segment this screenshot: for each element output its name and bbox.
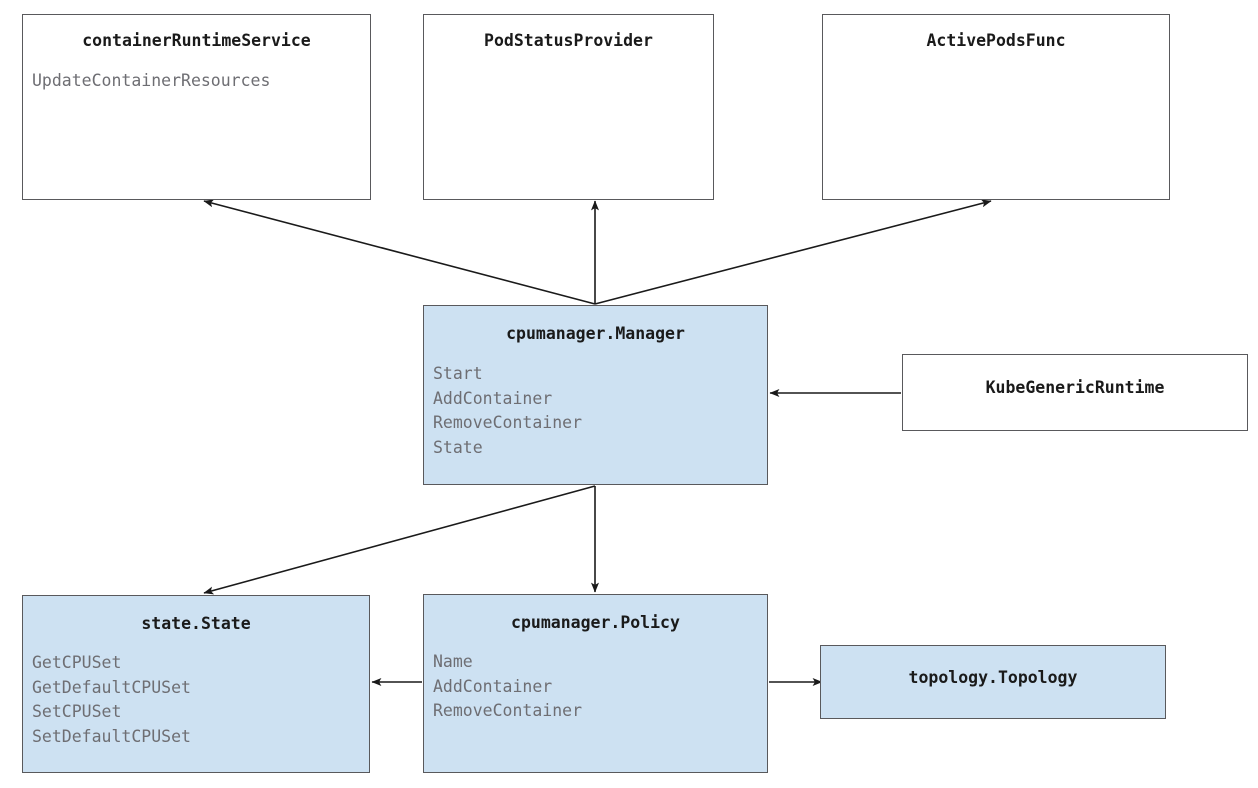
node-title: cpumanager.Manager [506,324,685,343]
node-title: containerRuntimeService [82,31,311,50]
node-cpumanager-policy[interactable]: cpumanager.Policy Name AddContainer Remo… [423,594,768,773]
node-activepodsfunc[interactable]: ActivePodsFunc [822,14,1170,200]
edge-manager-to-statestate [203,485,596,595]
node-method: Start [433,364,483,383]
node-title: PodStatusProvider [484,31,653,50]
node-method-list: GetCPUSet GetDefaultCPUSet SetCPUSet Set… [32,651,369,749]
node-method: SetCPUSet [32,702,122,721]
node-method: SetDefaultCPUSet [32,726,191,746]
node-method: State [433,437,483,457]
node-title: ActivePodsFunc [926,31,1066,50]
node-method: Name [433,652,473,671]
node-containerruntimeservice[interactable]: containerRuntimeService UpdateContainerR… [22,14,371,200]
node-cpumanager-manager[interactable]: cpumanager.Manager Start AddContainer Re… [423,305,768,485]
node-state-state[interactable]: state.State GetCPUSet GetDefaultCPUSet S… [22,595,370,773]
node-title: state.State [141,614,251,633]
node-method: RemoveContainer [433,701,583,720]
edge-manager-to-containerruntimeservice [203,199,596,305]
node-title: cpumanager.Policy [511,613,680,632]
node-title: topology.Topology [908,668,1078,687]
node-method: AddContainer [433,388,553,408]
node-method-list: UpdateContainerResources [32,69,370,94]
node-method-list: Start AddContainer RemoveContainer State [433,362,767,460]
node-method: GetCPUSet [32,653,122,672]
node-method: UpdateContainerResources [32,71,271,90]
node-podstatusprovider[interactable]: PodStatusProvider [423,14,714,200]
node-method: AddContainer [433,676,553,696]
node-title: KubeGenericRuntime [985,378,1165,397]
node-method: GetDefaultCPUSet [32,677,191,697]
node-kubegenericruntime[interactable]: KubeGenericRuntime [902,354,1248,431]
node-method: RemoveContainer [433,413,583,432]
node-method-list: Name AddContainer RemoveContainer [433,650,767,724]
edge-manager-to-activepodsfunc [594,199,992,305]
node-topology-topology[interactable]: topology.Topology [820,645,1166,719]
